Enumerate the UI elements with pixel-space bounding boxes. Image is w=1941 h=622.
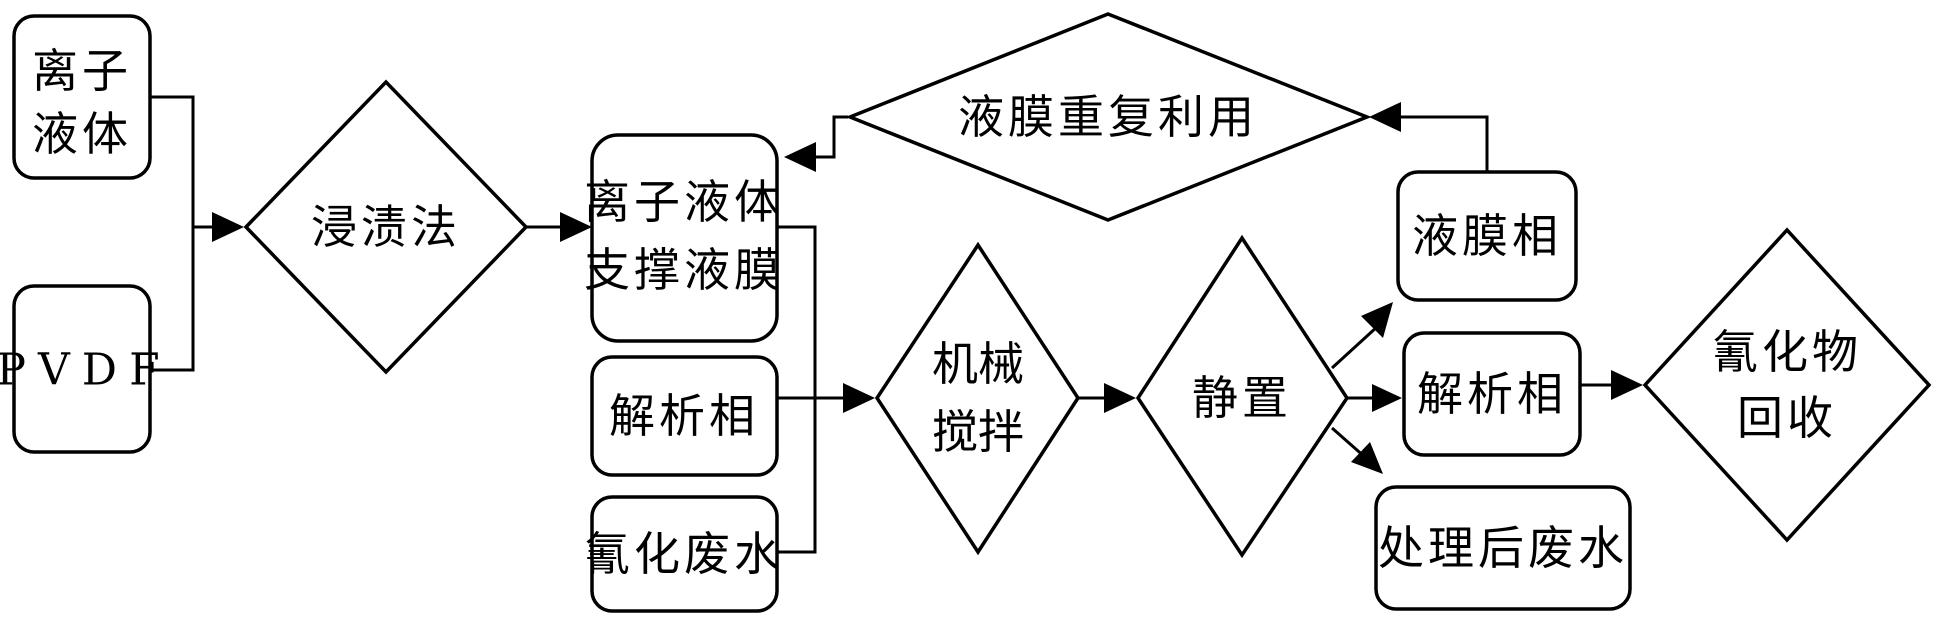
arrowhead-stripping-out: [1372, 384, 1402, 412]
node-ionic-liquid: 离子 液体: [12, 14, 152, 180]
connectors: [150, 95, 1643, 554]
supported-membrane-line1: 离子液体: [584, 175, 784, 229]
arrowhead-reuse-return: [784, 142, 816, 172]
node-membrane-phase: 液膜相: [1396, 170, 1578, 302]
arrowhead-impregnation: [212, 212, 244, 242]
node-stripping-phase-in: 解析相: [590, 355, 779, 477]
ionic-liquid-line1: 离子: [32, 44, 132, 98]
node-mechanical-stirring: 机械 搅拌: [874, 241, 1081, 556]
arrowhead-treated-wastewater: [1351, 442, 1383, 474]
membrane-reuse-label: 液膜重复利用: [958, 90, 1258, 144]
arrowhead-membrane-phase: [1361, 302, 1393, 338]
stripping-phase-in-label: 解析相: [609, 389, 759, 443]
node-supported-membrane: 离子液体 支撑液膜: [584, 133, 784, 343]
mechanical-stirring-line1: 机械: [932, 337, 1024, 391]
node-impregnation: 浸渍法: [243, 79, 529, 375]
node-pvdf: PVDF: [0, 284, 172, 454]
mechanical-stirring-line2: 搅拌: [932, 405, 1024, 459]
node-membrane-reuse: 液膜重复利用: [845, 12, 1372, 222]
edge-reuse-to-membrane: [812, 115, 848, 159]
cyanide-recovery-line2: 回收: [1737, 391, 1837, 445]
arrowhead-cyanide-recovery: [1611, 370, 1643, 400]
ionic-liquid-line2: 液体: [32, 107, 132, 161]
membrane-phase-label: 液膜相: [1412, 209, 1562, 263]
edge-settling-to-membrane-phase: [1330, 324, 1380, 370]
arrowhead-settling: [1104, 383, 1136, 413]
edge-membrane-phase-to-reuse: [1397, 115, 1489, 172]
pvdf-label: PVDF: [0, 345, 172, 396]
supported-membrane-line2: 支撑液膜: [584, 243, 784, 297]
settling-label: 静置: [1192, 371, 1292, 425]
node-stripping-phase-out: 解析相: [1402, 331, 1582, 457]
stripping-phase-out-label: 解析相: [1417, 367, 1567, 421]
treated-wastewater-label: 处理后废水: [1378, 521, 1628, 575]
node-settling: 静置: [1135, 234, 1350, 559]
cyanide-recovery-line1: 氰化物: [1712, 325, 1862, 379]
cyanide-wastewater-label: 氰化废水: [584, 527, 784, 581]
edge-ionic-liquid-to-bus: [150, 95, 195, 372]
node-treated-wastewater: 处理后废水: [1374, 485, 1632, 611]
node-cyanide-wastewater: 氰化废水: [584, 495, 784, 613]
impregnation-label: 浸渍法: [311, 200, 461, 254]
node-cyanide-recovery: 氰化物 回收: [1642, 227, 1932, 543]
arrowhead-supported-membrane: [560, 212, 592, 242]
arrowhead-stirring: [843, 383, 875, 413]
arrowhead-membrane-reuse: [1369, 102, 1401, 132]
edge-feeds-to-stirring: [777, 225, 817, 554]
